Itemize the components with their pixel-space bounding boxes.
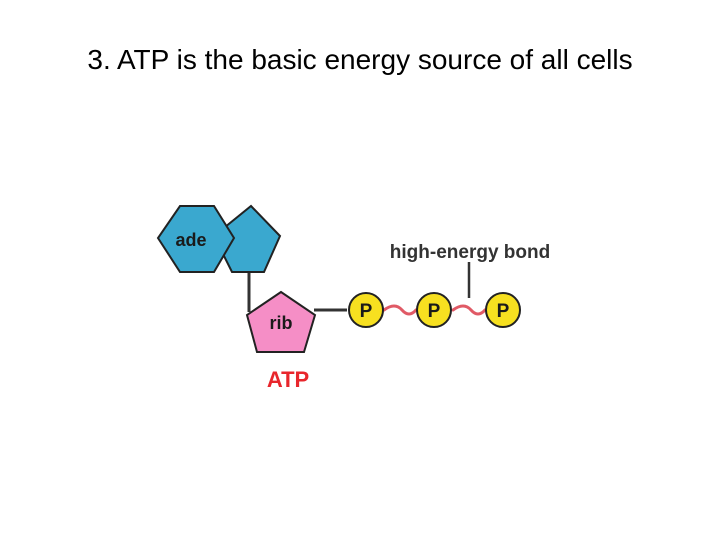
- ribose-pentagon: [245, 290, 317, 353]
- adenine-group: ade: [156, 204, 282, 273]
- high-energy-bond-label: high-energy bond: [390, 242, 550, 263]
- phosphate-3: P: [485, 292, 521, 328]
- phosphate-circle-1: [348, 292, 384, 328]
- high-energy-bond-2: [451, 304, 487, 316]
- slide-title: 3. ATP is the basic energy source of all…: [87, 44, 633, 75]
- phosphate-circle-2: [416, 292, 452, 328]
- phosphate-2: P: [416, 292, 452, 328]
- phosphate-label-2: P: [428, 301, 441, 322]
- phosphate-circle-3: [485, 292, 521, 328]
- ribose-label: rib: [269, 313, 292, 333]
- phosphate-1: P: [348, 292, 384, 328]
- high-energy-bond-1: [382, 304, 418, 316]
- adenine-label: ade: [175, 230, 206, 250]
- phosphate-label-3: P: [497, 301, 510, 322]
- atp-label: ATP: [267, 367, 309, 392]
- phosphate-label-1: P: [360, 301, 373, 322]
- ribose-group: rib: [245, 290, 317, 353]
- adenine-hexagon: [156, 205, 236, 273]
